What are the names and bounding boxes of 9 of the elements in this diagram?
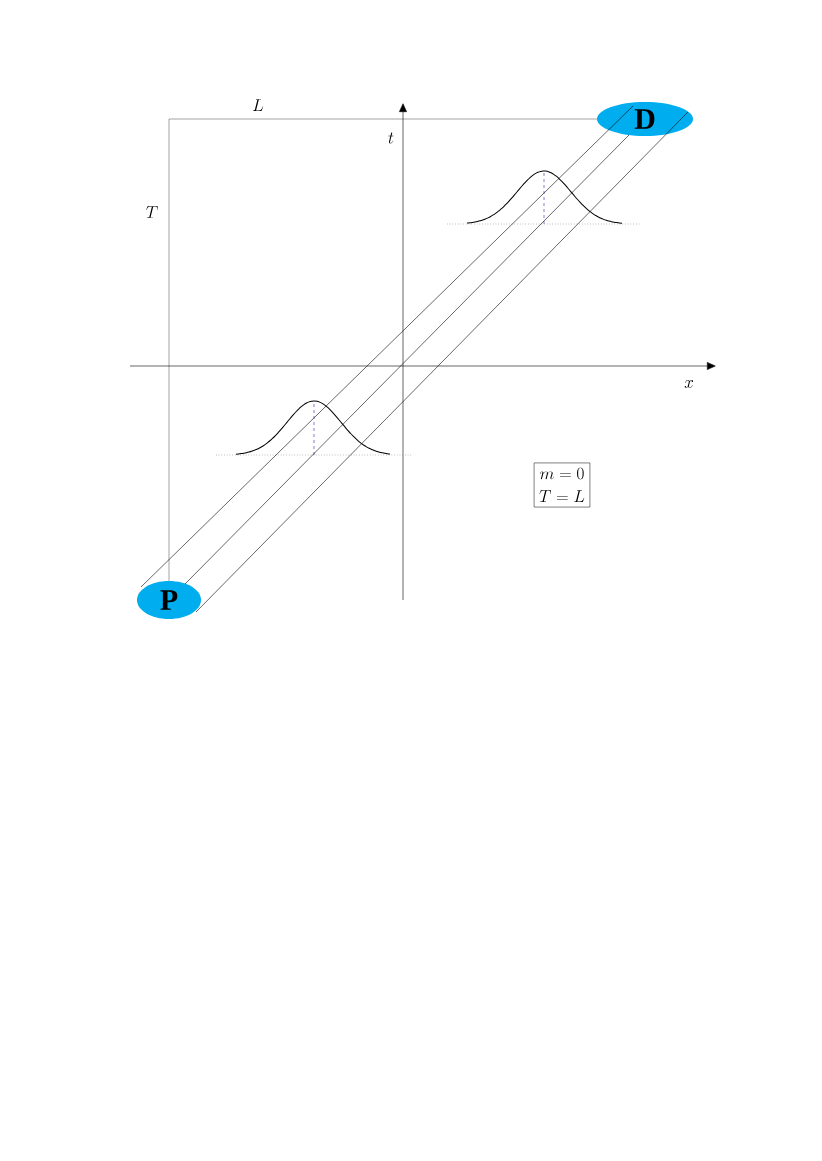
axis-label: $t$: [388, 132, 394, 144]
ellipse-node: D: [597, 102, 693, 136]
ellipse-node: P: [137, 581, 201, 619]
tube-line: [195, 111, 689, 613]
axis-label: $x$: [684, 380, 694, 388]
axis-label: $L$: [253, 99, 264, 111]
tube-line: [140, 105, 634, 588]
parameter-box: $m = 0$ $T = L$: [533, 462, 591, 508]
axis-label: $T$: [146, 206, 158, 218]
